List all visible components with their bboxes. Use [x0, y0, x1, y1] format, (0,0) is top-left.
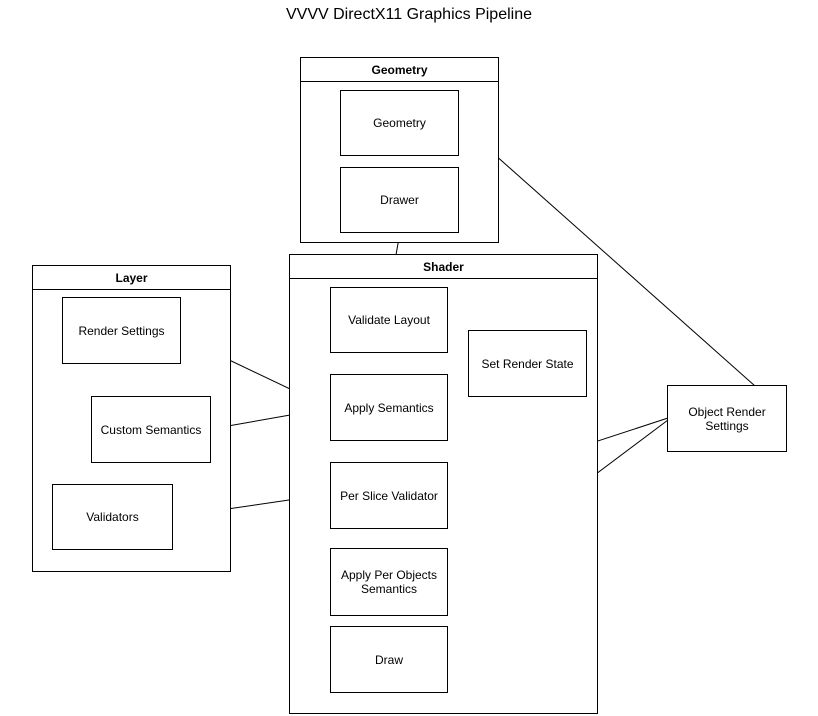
- diagram-title: VVVV DirectX11 Graphics Pipeline: [285, 6, 533, 23]
- geometry-node: Geometry: [340, 90, 459, 156]
- validate-layout-node: Validate Layout: [330, 287, 448, 353]
- object-render-settings-node: Object Render Settings: [667, 385, 787, 452]
- per-slice-validator-node: Per Slice Validator: [330, 462, 448, 529]
- draw-node: Draw: [330, 626, 448, 693]
- validators-node: Validators: [52, 484, 173, 550]
- apply-semantics-node: Apply Semantics: [330, 374, 448, 441]
- custom-semantics-node: Custom Semantics: [91, 396, 211, 463]
- drawer-node: Drawer: [340, 167, 459, 233]
- apply-per-objects-semantics-node: Apply Per Objects Semantics: [330, 548, 448, 616]
- shader-group-header: Shader: [290, 255, 597, 279]
- edge-geometry-object-render-settings: [457, 121, 756, 387]
- geometry-group-header: Geometry: [301, 58, 498, 82]
- set-render-state-node: Set Render State: [468, 330, 587, 397]
- layer-group-header: Layer: [33, 266, 230, 290]
- render-settings-node: Render Settings: [62, 297, 181, 364]
